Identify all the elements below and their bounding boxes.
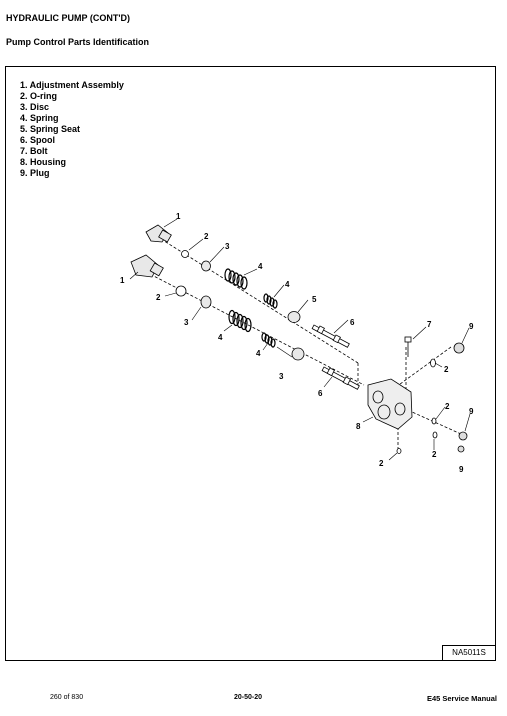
- callout-2-upper: 2: [204, 232, 209, 241]
- disc-lower: [200, 295, 212, 309]
- legend-item: 1. Adjustment Assembly: [20, 80, 124, 90]
- housing: [367, 378, 413, 430]
- callout-6-lower: 6: [318, 389, 323, 398]
- o-ring-right-mid: [431, 417, 437, 425]
- callout-4-upper-small: 4: [285, 280, 290, 289]
- legend-item: 4. Spring: [20, 113, 59, 123]
- parts-legend: 1. Adjustment Assembly 2. O-ring 3. Disc…: [20, 80, 124, 179]
- callout-8: 8: [356, 422, 361, 431]
- adjustment-assembly-upper: [145, 224, 172, 243]
- callout-2-right-low: 2: [432, 450, 437, 459]
- spool-lower: [321, 366, 360, 390]
- leader-lines: [129, 218, 471, 461]
- o-ring-right-upper: [430, 358, 436, 368]
- plug-lower: [457, 445, 465, 453]
- legend-item: 7. Bolt: [20, 146, 48, 156]
- legend-item: 2. O-ring: [20, 91, 58, 101]
- callout-1-upper: 1: [176, 212, 181, 221]
- exploded-parts-diagram: 1 1 2 2 2 2 2 2 3 3 3 4 4 4 4 5 6 6 7 8 …: [120, 212, 474, 474]
- callout-2-right-mid: 2: [445, 402, 450, 411]
- page-number: 260 of 830: [50, 694, 84, 701]
- callout-3-middle: 3: [279, 372, 284, 381]
- figure-frame: 1. Adjustment Assembly 2. O-ring 3. Disc…: [5, 66, 496, 661]
- callout-2-bottom: 2: [379, 459, 384, 468]
- callout-3-lower: 3: [184, 318, 189, 327]
- section-subtitle: Pump Control Parts Identification: [6, 37, 150, 47]
- callout-3-upper: 3: [225, 242, 230, 251]
- spring-lower-small: [261, 332, 276, 348]
- plug-upper: [453, 342, 465, 354]
- plug-middle: [458, 431, 468, 441]
- spring-upper-large: [224, 268, 248, 290]
- manual-title: E45 Service Manual: [426, 694, 497, 703]
- callout-4-lower-small: 4: [256, 349, 261, 358]
- spring-upper-small: [263, 293, 278, 309]
- assembly-axis-lines: [145, 238, 462, 452]
- figure-id-label: NA5011S: [442, 645, 495, 660]
- callout-1-lower: 1: [120, 276, 125, 285]
- legend-item: 3. Disc: [20, 102, 50, 112]
- callout-5: 5: [312, 295, 317, 304]
- legend-item: 8. Housing: [20, 157, 67, 167]
- callout-9-upper: 9: [469, 322, 474, 331]
- callout-7: 7: [427, 320, 432, 329]
- section-number: 20-50-20: [234, 694, 263, 701]
- page-title: HYDRAULIC PUMP (CONT'D): [6, 13, 130, 23]
- o-ring-lower: [175, 285, 187, 297]
- callout-9-lower: 9: [459, 465, 464, 474]
- spool-upper: [311, 324, 350, 348]
- o-ring-upper: [181, 250, 189, 258]
- disc-upper: [201, 260, 211, 272]
- legend-item: 9. Plug: [20, 168, 50, 178]
- spring-seat: [287, 311, 301, 323]
- callout-4-upper-large: 4: [258, 262, 263, 271]
- callout-6-upper: 6: [350, 318, 355, 327]
- adjustment-assembly-lower: [130, 254, 164, 278]
- callout-2-right-upper: 2: [444, 365, 449, 374]
- callout-2-lower: 2: [156, 293, 161, 302]
- disc-middle: [291, 347, 305, 361]
- o-ring-bottom: [396, 448, 402, 454]
- legend-item: 6. Spool: [20, 135, 56, 145]
- legend-item: 5. Spring Seat: [20, 124, 81, 134]
- callout-9-middle: 9: [469, 407, 474, 416]
- bolt: [404, 336, 412, 357]
- o-ring-right-low: [432, 431, 438, 439]
- callout-4-lower-large: 4: [218, 333, 223, 342]
- spring-lower-large: [228, 309, 252, 333]
